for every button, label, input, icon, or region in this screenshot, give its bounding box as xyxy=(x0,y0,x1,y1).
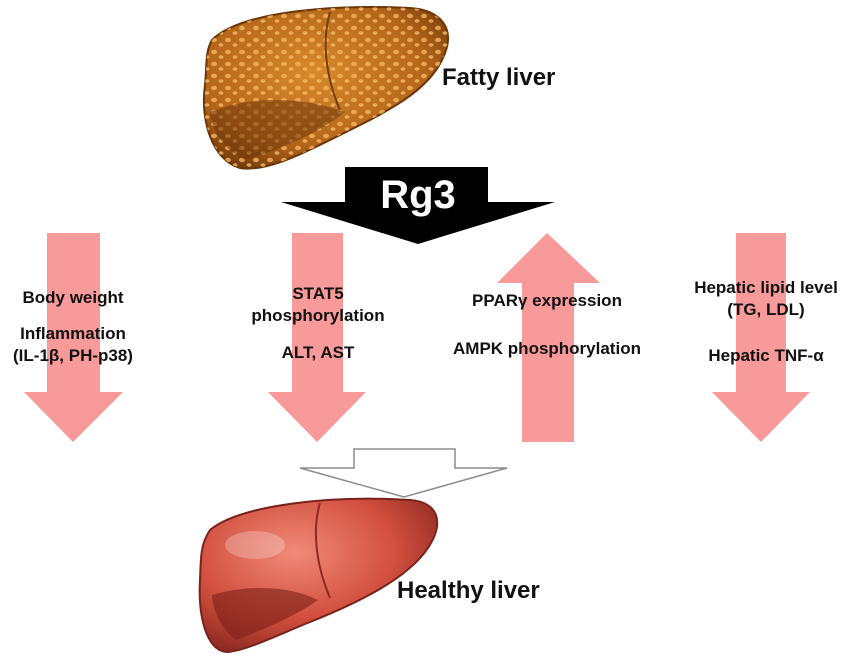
effect-4-line-4: Hepatic TNF-α xyxy=(708,346,824,365)
rg3-label: Rg3 xyxy=(380,173,456,217)
effect-2-line-2: phosphorylation xyxy=(251,306,385,325)
effect-1-line-3: Inflammation xyxy=(20,324,126,343)
effect-3-line-1: PPARγ expression xyxy=(472,291,622,310)
healthy-liver-label: Healthy liver xyxy=(397,577,540,604)
effect-2-line-1: STAT5 xyxy=(292,284,344,303)
effect-4-line-1: Hepatic lipid level xyxy=(694,278,838,297)
effect-4-line-2: (TG, LDL) xyxy=(727,300,805,319)
rg3-arrow xyxy=(281,167,555,244)
effect-1-line-1: Body weight xyxy=(22,288,124,307)
healthy-liver-icon xyxy=(198,497,439,654)
outcome-arrow xyxy=(299,448,508,498)
effect-arrow-4 xyxy=(712,233,810,442)
effect-3-line-3: AMPK phosphorylation xyxy=(453,339,641,358)
effect-arrow-1 xyxy=(24,233,123,442)
effect-arrow-2 xyxy=(268,233,366,442)
fatty-liver-icon xyxy=(202,6,449,170)
effect-2-line-4: ALT, AST xyxy=(281,343,355,362)
fatty-liver-label: Fatty liver xyxy=(442,64,556,91)
effect-1-line-4: (IL-1β, PH-p38) xyxy=(13,346,133,365)
effect-arrow-3 xyxy=(497,233,600,442)
